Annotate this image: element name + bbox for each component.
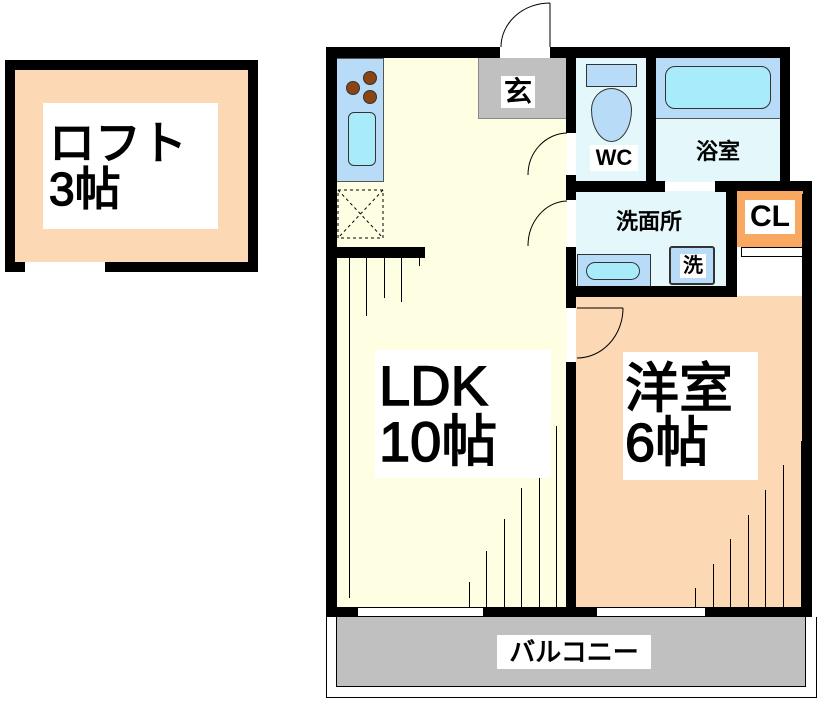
stair-line: [401, 258, 402, 302]
wall: [576, 286, 737, 297]
stair-line: [539, 478, 540, 608]
stair-line: [419, 258, 420, 266]
floor-line: [695, 588, 696, 608]
wc-door-icon[interactable]: [525, 130, 570, 180]
western-window: [597, 607, 705, 617]
wall: [646, 58, 656, 182]
closet-door: [741, 247, 803, 257]
fridge-space-icon: [337, 189, 384, 239]
wall: [566, 362, 576, 608]
wall: [726, 191, 737, 297]
floor-line: [801, 441, 802, 608]
floor-line: [765, 490, 766, 608]
wall: [326, 607, 812, 617]
western-name: 洋室: [624, 359, 734, 419]
stove-burner-icon: [363, 71, 377, 85]
floor-line: [783, 465, 784, 608]
toilet-tank: [586, 64, 637, 87]
wall: [566, 247, 576, 308]
western-size: 6帖: [624, 413, 710, 473]
ldk-size: 10帖: [378, 410, 498, 473]
floor-line: [730, 539, 731, 608]
wall: [566, 58, 576, 133]
floor-line: [748, 515, 749, 608]
wc-label: WC: [590, 145, 638, 171]
wall: [780, 47, 790, 191]
washroom-label: 洗面所: [607, 209, 691, 235]
stair-line: [504, 519, 505, 608]
stair-line: [349, 258, 350, 598]
stair-line: [469, 582, 470, 608]
vanity-sink: [586, 262, 640, 280]
toilet-bowl: [591, 88, 632, 142]
kitchen-sink: [348, 112, 376, 166]
stair-line: [556, 426, 557, 608]
ldk-label: LDK 10帖: [375, 350, 551, 478]
balcony-label: バルコニー: [497, 635, 651, 669]
wall: [550, 47, 790, 58]
washer-label: 洗: [680, 254, 706, 278]
ldk-window: [358, 607, 483, 617]
stove-burner-icon: [363, 90, 377, 104]
loft-size: 3帖: [48, 163, 121, 215]
entrance-door-icon[interactable]: [495, 0, 555, 50]
stove-burner-icon: [346, 81, 360, 95]
western-label: 洋室 6帖: [623, 352, 758, 480]
wall: [566, 181, 665, 192]
wall: [802, 181, 812, 617]
stair-line: [384, 258, 385, 298]
washroom-door-icon[interactable]: [525, 198, 570, 250]
entrance-label: 玄: [501, 76, 535, 108]
loft-name: ロフト: [48, 117, 188, 169]
wall: [326, 47, 500, 58]
wall: [337, 247, 425, 258]
bathtub: [665, 66, 771, 109]
wall: [737, 191, 803, 194]
balcony-floor: [336, 617, 806, 687]
western-door-icon[interactable]: [575, 305, 625, 365]
floor-line: [713, 564, 714, 608]
stair-line: [521, 488, 522, 608]
stair-line: [366, 258, 367, 316]
wall: [715, 181, 812, 192]
wall: [326, 47, 337, 617]
closet-label: CL: [745, 200, 795, 234]
bath-label: 浴室: [690, 139, 746, 165]
ldk-name: LDK: [378, 354, 488, 417]
stair-line: [486, 551, 487, 608]
loft-label: ロフト 3帖: [43, 103, 218, 229]
loft-opening: [25, 262, 105, 272]
